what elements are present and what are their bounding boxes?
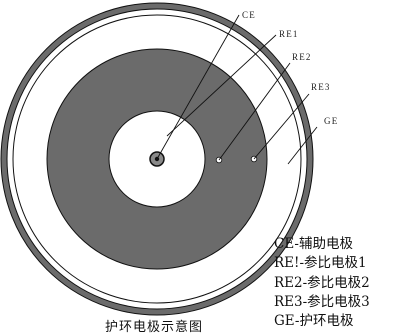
re1-label: RE1 — [279, 29, 299, 39]
leader-lines — [156, 14, 318, 165]
diagram-caption: 护环电极示意图 — [105, 319, 203, 333]
callout-labels: CE RE1 RE2 RE3 GE — [242, 10, 338, 126]
re2-leader-line — [218, 62, 291, 161]
re3-label: RE3 — [311, 82, 331, 92]
ge-leader-line — [287, 126, 318, 165]
re1-leader-line — [166, 34, 277, 137]
ge-label: GE — [324, 116, 338, 126]
legend-item-re1: RE!-参比电极1 — [274, 254, 367, 271]
legend-item-ce: CE-辅助电极 — [274, 236, 353, 252]
re3-leader-line — [253, 93, 310, 160]
legend: CE-辅助电极 RE!-参比电极1 RE2-参比电极2 RE3-参比电极3 GE… — [274, 236, 370, 329]
legend-item-re2: RE2-参比电极2 — [274, 274, 370, 291]
legend-item-re3: RE3-参比电极3 — [274, 293, 370, 310]
ce-leader-line — [156, 14, 240, 160]
ce-label: CE — [242, 10, 256, 20]
legend-item-ge: GE-护环电极 — [274, 313, 354, 329]
re2-label: RE2 — [292, 52, 312, 62]
